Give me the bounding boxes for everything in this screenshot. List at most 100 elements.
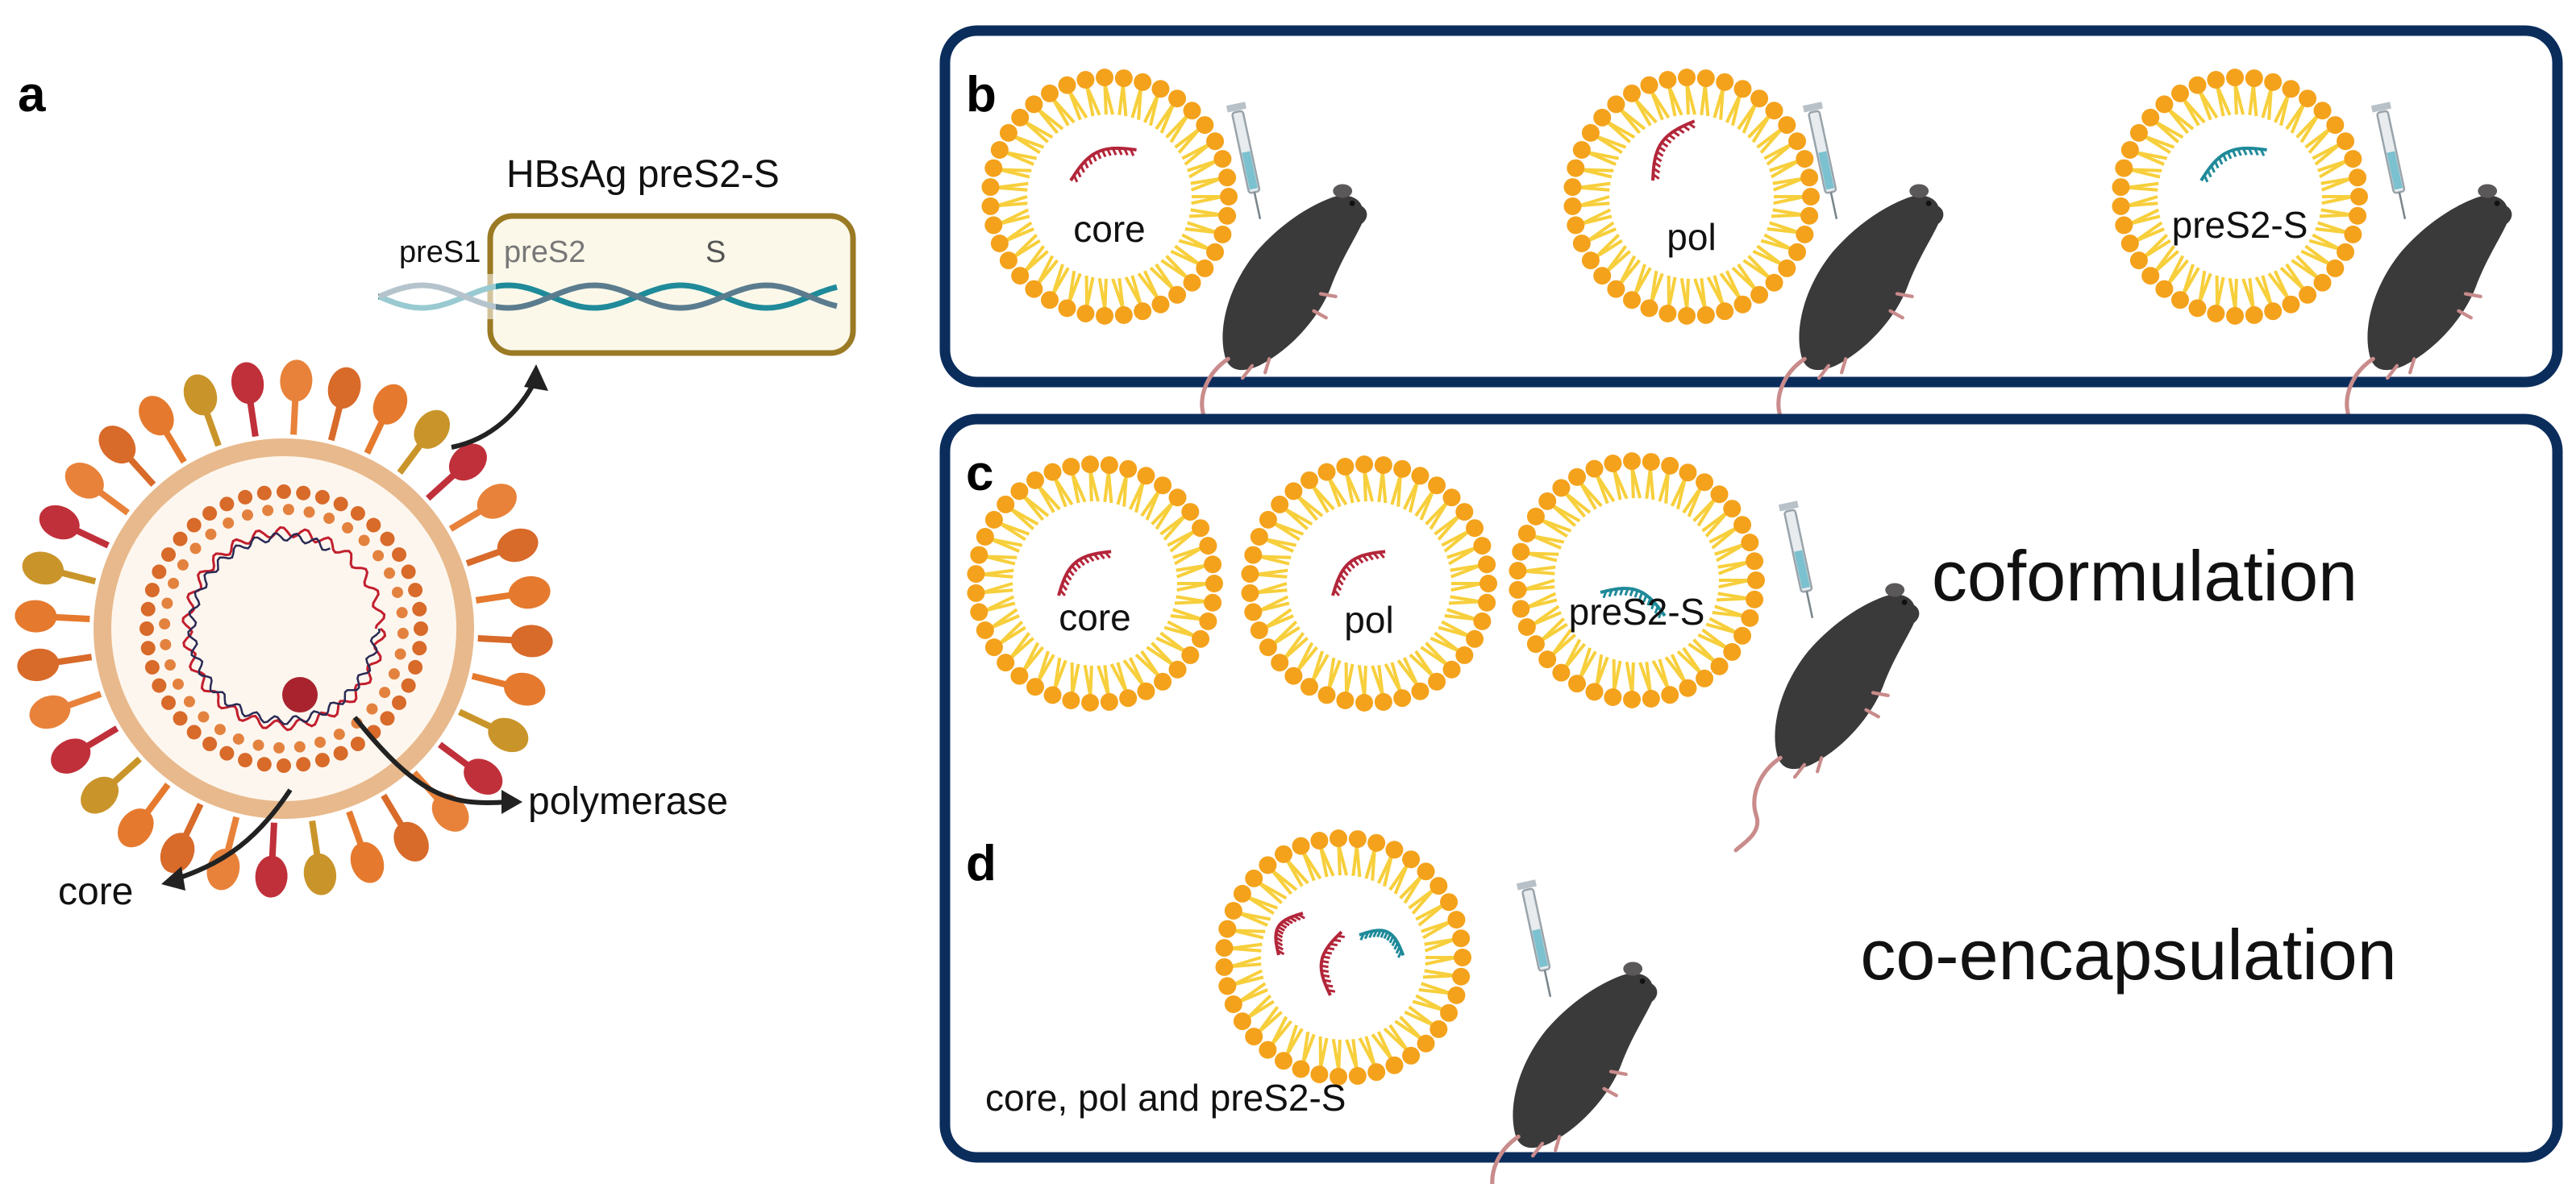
lipid-head <box>1623 452 1641 470</box>
lipid-head <box>1181 503 1199 521</box>
lipid-head <box>1199 613 1217 630</box>
lipid-head <box>1696 473 1713 491</box>
capsid-protein <box>277 484 291 499</box>
lipid-head <box>1119 689 1137 707</box>
lipid-head <box>1447 911 1465 928</box>
lipid-head <box>991 235 1009 252</box>
lipid-head <box>1466 519 1484 537</box>
lipid-head <box>1552 479 1570 496</box>
lipid-head <box>1225 995 1242 1013</box>
lipid-head <box>1284 482 1302 500</box>
lipid-head <box>1025 95 1042 113</box>
lipid-head <box>1711 485 1729 503</box>
lipid-head <box>1137 683 1155 700</box>
lipid-head <box>1723 643 1741 661</box>
lipid-head <box>1062 458 1080 476</box>
lipid-head <box>1154 476 1171 494</box>
lipid-head <box>1567 216 1584 234</box>
lipid-head <box>984 216 1002 234</box>
lipid-head <box>2115 160 2133 177</box>
lipid-head <box>1604 455 1621 472</box>
lipid-head <box>1447 987 1465 1004</box>
lipid-head <box>970 546 988 564</box>
lipid-head <box>1623 85 1641 102</box>
lipid-head <box>1750 286 1768 304</box>
capsid-protein <box>392 547 406 562</box>
capsid-protein <box>408 583 422 597</box>
lipid-head <box>1696 670 1713 687</box>
lipid-head <box>1623 691 1641 708</box>
lipid-head <box>1443 488 1461 506</box>
lipid-head <box>1375 693 1392 711</box>
lipid-head <box>1509 581 1526 599</box>
lipid-head <box>1509 562 1526 579</box>
arrow-to-gene <box>452 379 536 447</box>
lipid-head <box>1429 877 1447 895</box>
lipid-head <box>1417 862 1435 880</box>
lipid-head <box>1275 845 1292 863</box>
lipid-head <box>2226 69 2244 86</box>
lipid-head <box>1440 893 1458 911</box>
capsid-protein <box>296 757 310 771</box>
lnp-label-b-core: core <box>1073 208 1145 250</box>
surface-antigen <box>202 845 243 894</box>
lipid-head <box>1206 132 1224 150</box>
lipid-head <box>1478 594 1496 612</box>
lipid-head <box>1778 116 1796 134</box>
lipid-head <box>1661 686 1679 704</box>
capsid-protein <box>351 737 365 751</box>
surface-antigen <box>229 360 267 406</box>
lipid-head <box>1750 89 1768 107</box>
lipid-head <box>1527 635 1545 653</box>
lipid-head <box>1802 188 1820 206</box>
gene-title: HBsAg preS2-S <box>506 153 780 196</box>
capsid-protein <box>296 486 310 501</box>
capsid-protein <box>238 490 252 505</box>
polymerase-icon <box>282 677 318 712</box>
surface-antigen <box>367 379 414 430</box>
label-core: core <box>58 870 133 913</box>
lipid-head <box>2314 274 2332 292</box>
lipid-head <box>1393 689 1411 707</box>
segment-S: S <box>705 235 726 269</box>
lipid-head <box>1184 274 1201 292</box>
lipid-head <box>2171 291 2189 309</box>
lipid-head <box>1411 683 1429 700</box>
segment-preS1: preS1 <box>399 235 481 269</box>
surface-antigen <box>34 499 85 546</box>
lipid-head <box>1041 291 1059 309</box>
lipid-head <box>1284 667 1302 685</box>
lipid-head <box>1658 71 1676 89</box>
panel-cd-box <box>945 419 2557 1157</box>
lipid-head <box>1642 453 1660 471</box>
lipid-head <box>1000 251 1017 269</box>
lipid-head <box>1604 688 1621 706</box>
capsid-protein <box>202 737 217 751</box>
lipid-head <box>1245 870 1263 887</box>
lipid-head <box>1402 850 1420 868</box>
lipid-head <box>2207 305 2224 322</box>
surface-antigen <box>25 690 75 734</box>
capsid-protein <box>187 518 202 533</box>
capsid-protein <box>380 532 394 546</box>
lipid-head <box>1101 456 1118 474</box>
lipid-head <box>1766 274 1783 292</box>
lipid-head <box>1796 226 1813 243</box>
lipid-head <box>1292 1060 1310 1078</box>
surface-antigen <box>501 668 549 709</box>
lipid-head <box>1454 949 1471 966</box>
lipid-head <box>1275 1052 1292 1070</box>
lipid-head <box>985 638 1003 656</box>
lipid-head <box>1661 457 1679 475</box>
lipid-head <box>991 141 1009 159</box>
capsid-protein <box>145 583 160 597</box>
surface-antigen <box>254 855 289 899</box>
lipid-head <box>1563 197 1581 215</box>
lipid-head <box>2264 302 2282 320</box>
lipid-head <box>2344 226 2362 243</box>
lipid-head <box>1375 456 1392 474</box>
surface-antigen <box>387 816 436 868</box>
lipid-head <box>1204 594 1221 612</box>
panel-cd: c core pol preS2-S coformulation d core,… <box>945 419 2557 1184</box>
surface-antigen <box>301 851 339 897</box>
